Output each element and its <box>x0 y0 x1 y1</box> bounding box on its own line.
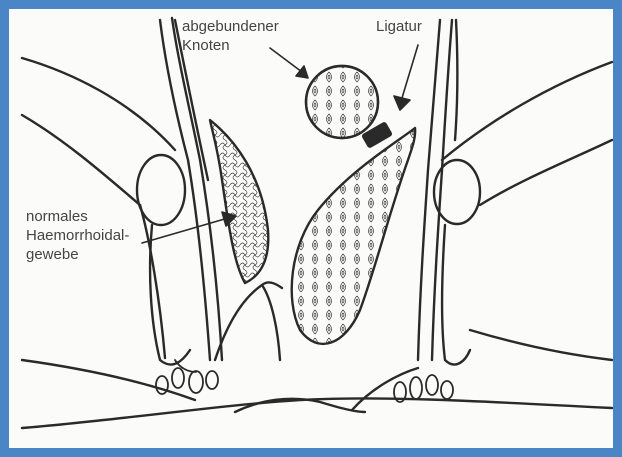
ligated-haemorrhoid <box>292 128 415 344</box>
normal-haemorrhoid-cushion <box>210 120 268 283</box>
ligatur-arrow <box>394 45 418 110</box>
label-tied-node: abgebundener Knoten <box>182 17 279 55</box>
right-canal-wall <box>418 20 457 360</box>
tied-off-node <box>306 66 378 138</box>
left-canal-wall <box>160 18 222 360</box>
normal-tissue-arrow <box>142 212 236 243</box>
right-buttock-contour <box>442 62 612 360</box>
label-ligature: Ligatur <box>376 17 422 36</box>
right-lower-tissue <box>352 368 418 410</box>
anal-verge <box>22 360 612 428</box>
left-lower-tissue <box>215 282 282 360</box>
label-normal-tissue: normales Haemorrhoidal- gewebe <box>26 207 129 264</box>
